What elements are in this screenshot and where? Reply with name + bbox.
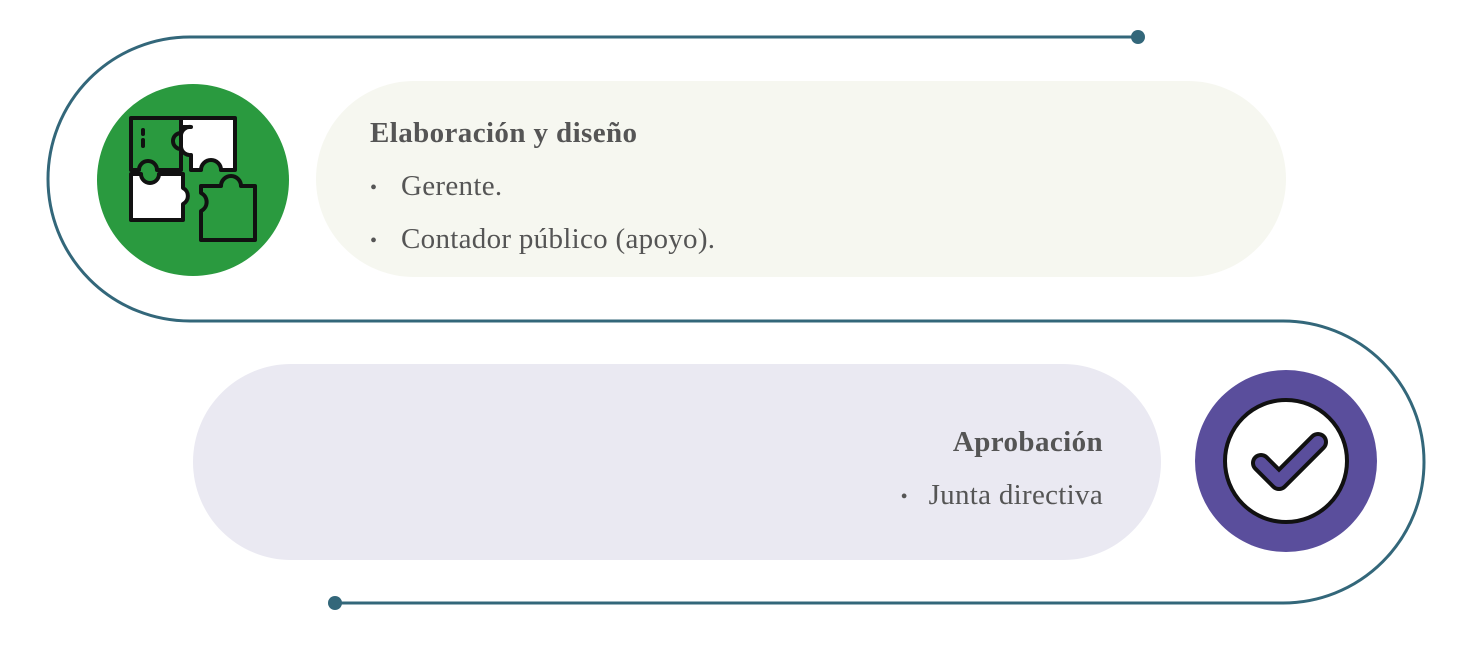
puzzle-pieces-icon xyxy=(97,84,289,276)
step-2-panel: Aprobación • Junta directiva xyxy=(193,364,1161,560)
step-2-title: Aprobación xyxy=(952,426,1103,458)
puzzle-piece-bottom-left xyxy=(129,172,190,222)
check-circle-icon xyxy=(1195,370,1377,552)
check-mark-fill xyxy=(1255,436,1324,487)
step-1-title: Elaboración y diseño xyxy=(370,117,638,149)
bullet: • xyxy=(370,176,378,199)
puzzle-piece-top-right xyxy=(179,116,237,172)
step-2-list: • Junta directiva xyxy=(901,470,1103,523)
list-item-text: Contador público (apoyo). xyxy=(401,222,716,255)
bullet: • xyxy=(900,485,908,508)
puzzle-piece-top-left xyxy=(129,116,183,172)
step-2-text: Aprobación • Junta directiva xyxy=(901,422,1103,523)
connector-start-dot xyxy=(1131,30,1145,44)
list-item: • Contador público (apoyo). xyxy=(370,214,715,267)
connector-end-dot xyxy=(328,596,342,610)
step-1-icon-circle xyxy=(97,84,289,276)
puzzle-piece-bottom-right xyxy=(199,174,257,242)
connector-line xyxy=(46,35,1426,605)
step-1-panel: Elaboración y diseño • Gerente. • Contador… xyxy=(316,81,1286,277)
bullet: • xyxy=(370,229,378,252)
step-1-list: • Gerente. • Contador público (apoyo). xyxy=(370,161,715,267)
list-item: • Junta directiva xyxy=(901,470,1103,523)
step-1-text: Elaboración y diseño • Gerente. • Contador… xyxy=(370,113,715,267)
list-item-text: Junta directiva xyxy=(928,479,1103,511)
list-item-text: Gerente. xyxy=(401,170,503,202)
list-item: • Gerente. xyxy=(370,161,715,214)
